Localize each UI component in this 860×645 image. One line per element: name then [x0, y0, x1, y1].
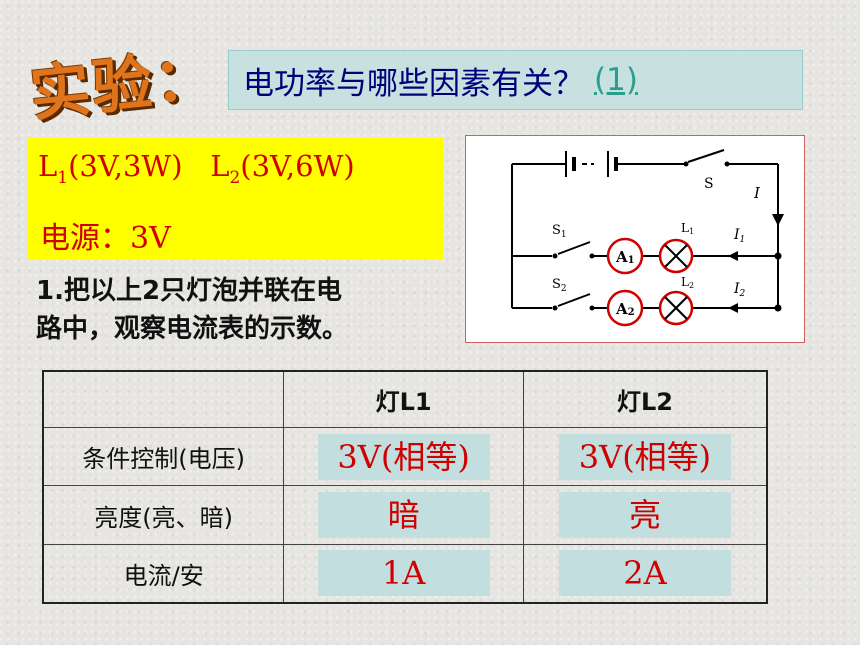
experiment-art-title: 实验：: [26, 41, 220, 131]
l2-rating: (3V,6W): [240, 149, 355, 183]
table-row: 亮度(亮、暗) 暗 亮: [42, 485, 768, 545]
table-row: 条件控制(电压) 3V(相等) 3V(相等): [42, 426, 768, 487]
header-empty: [42, 370, 285, 428]
l1-rating: (3V,3W): [68, 149, 183, 183]
page-title-box: 电功率与哪些因素有关？ (1): [228, 50, 803, 110]
instruction-line-2: 路中，观察电流表的示数。: [36, 314, 349, 344]
cell-l1-brightness: 暗: [317, 492, 490, 539]
header-l2: 灯L2: [522, 370, 768, 428]
circuit-diagram: S I S1 S2 A1 A2 L1 L2 I1 I2: [465, 135, 805, 343]
instruction-text: 1.把以上2只灯泡并联在电 路中，观察电流表的示数。: [36, 272, 456, 348]
power-source: 电源：3V: [40, 221, 171, 256]
instruction-line-1: 1.把以上2只灯泡并联在电: [36, 276, 343, 306]
l1-symbol: L: [38, 149, 58, 183]
l2-symbol: L: [210, 149, 230, 183]
table-header-row: 灯L1 灯L2: [42, 370, 768, 428]
cell-l1-current: 1A: [317, 550, 490, 597]
row-label-voltage: 条件控制(电压): [42, 426, 285, 487]
header-l1: 灯L1: [283, 370, 524, 428]
lamp2-label: L2: [681, 275, 694, 290]
a2-label: A2: [615, 300, 635, 318]
row-label-brightness: 亮度(亮、暗): [42, 485, 285, 545]
a1-label: A1: [615, 248, 635, 266]
s2-label: S2: [552, 277, 567, 294]
part-link[interactable]: (1): [594, 62, 638, 98]
ammeter-a2: [606, 289, 644, 327]
cell-l2-current: 2A: [558, 550, 731, 597]
page-title: 电功率与哪些因素有关？: [243, 65, 584, 102]
i1-label: I1: [733, 227, 745, 245]
main-current-label: I: [753, 184, 761, 202]
results-table: 灯L1 灯L2 条件控制(电压) 3V(相等) 3V(相等) 亮度(亮、暗) 暗…: [42, 370, 768, 604]
cell-l2-brightness: 亮: [558, 492, 731, 539]
i2-label: I2: [733, 281, 746, 299]
l1-subscript: 1: [57, 167, 69, 188]
bulb-spec-box: L1(3V,3W) L2(3V,6W) 电源：3V: [28, 137, 443, 260]
lamp1-label: L1: [681, 221, 694, 236]
cell-l2-voltage: 3V(相等): [558, 433, 731, 480]
s1-label: S1: [552, 223, 567, 240]
ammeter-a1: [606, 237, 644, 275]
main-switch-label: S: [704, 176, 714, 192]
circuit-svg: S I S1 S2 A1 A2 L1 L2 I1 I2: [511, 149, 784, 327]
bulb-specs: L1(3V,3W) L2(3V,6W): [38, 149, 355, 188]
l2-subscript: 2: [229, 167, 241, 188]
row-label-current: 电流/安: [42, 543, 285, 604]
table-row: 电流/安 1A 2A: [42, 543, 768, 604]
cell-l1-voltage: 3V(相等): [317, 433, 490, 480]
